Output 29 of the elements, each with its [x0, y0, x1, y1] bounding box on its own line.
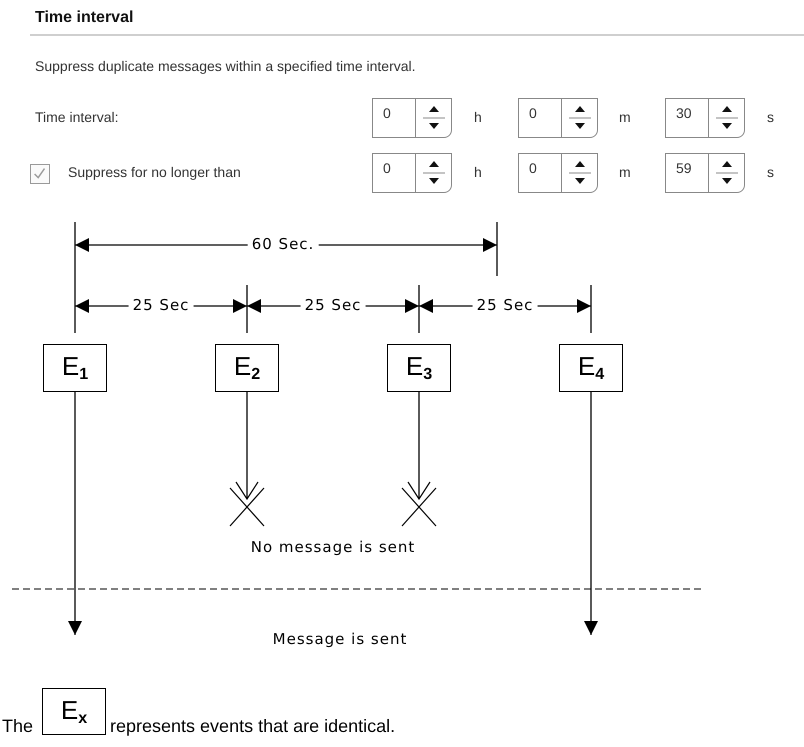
number-spinner: 30 — [665, 98, 745, 138]
cross-mark — [229, 487, 265, 527]
event-box: E$_{3}$ — [387, 344, 451, 392]
event-box: E$_{1}$ — [43, 344, 107, 392]
number-spinner: 0 — [518, 98, 598, 138]
section-heading: Time interval — [35, 9, 134, 27]
event-box: E$_{2}$ — [215, 344, 279, 392]
arrow — [407, 392, 431, 500]
event-box: E$_{4}$ — [559, 344, 623, 392]
unit-label: h — [474, 164, 482, 180]
number-spinner: 0 — [518, 153, 598, 193]
unit-label: h — [474, 109, 482, 125]
unit-label: m — [619, 164, 631, 180]
number-spinner: 59 — [665, 153, 745, 193]
number-spinner: 0 — [372, 153, 452, 193]
arrow — [235, 392, 259, 500]
arrow — [584, 392, 598, 635]
unit-label: s — [767, 109, 774, 125]
footnote-text: The — [2, 716, 34, 737]
event-box: E$_{x}$ — [42, 688, 106, 735]
number-spinner: 0 — [372, 98, 452, 138]
footnote-text: represents events that are identical. — [110, 716, 396, 737]
description-text: Suppress duplicate messages within a specified time interval. — [35, 58, 416, 74]
arrow — [68, 392, 82, 635]
cross-mark — [401, 487, 437, 527]
field-label: Time interval: — [35, 109, 119, 125]
unit-label: s — [767, 164, 774, 180]
field-label: Suppress for no longer than — [68, 164, 241, 180]
unit-label: m — [619, 109, 631, 125]
